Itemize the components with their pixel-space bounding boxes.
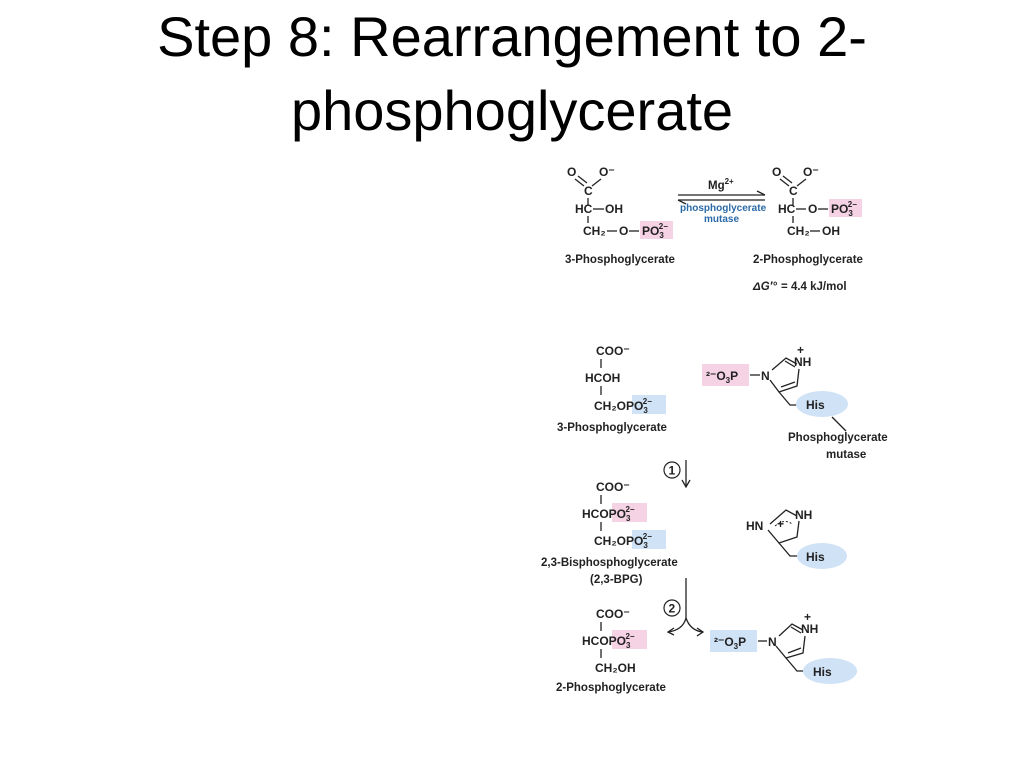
imidazole-hn: HN [746, 519, 763, 533]
imidazole-n: N [761, 369, 770, 383]
phosphate-highlight [829, 199, 862, 217]
atom-o-double: O [567, 165, 576, 179]
phosphate-group: PO32− [642, 222, 668, 240]
atom-oh: OH [822, 224, 840, 238]
plus-charge: + [797, 343, 804, 357]
atom-c: C [584, 184, 593, 198]
slide-title: Step 8: Rearrangement to 2- phosphoglyce… [0, 0, 1024, 150]
his-oval [803, 658, 857, 684]
slide-title-line-1: Step 8: Rearrangement to 2- [157, 5, 867, 68]
phosphate-highlight-blue [632, 530, 666, 549]
coo-group: COO⁻ [596, 607, 630, 621]
enzyme-phosphoryl: ²⁻O3P [706, 369, 738, 385]
coo-group: COO⁻ [596, 480, 630, 494]
enzyme-name-line2: mutase [704, 214, 739, 225]
slide-title-line-2: phosphoglycerate [290, 79, 734, 142]
mech-product-name: 2-Phosphoglycerate [556, 682, 666, 694]
phosphate-highlight-blue [632, 395, 666, 414]
imidazole-nh: NH [801, 622, 818, 636]
cofactor-mg: Mg2+ [708, 177, 734, 192]
atom-ch2: CH₂ [787, 224, 810, 238]
phosphate-group: PO32− [831, 200, 857, 218]
mech-substrate-name: 3-Phosphoglycerate [557, 422, 667, 434]
mech-product: COO⁻ HCOPO32− CH₂OH 2-Phosphoglycerate [556, 607, 666, 694]
free-his-enzyme: HN NH + His [746, 508, 847, 569]
enzyme-label-line1: Phosphoglycerate [788, 432, 888, 444]
atom-o-minus: O⁻ [599, 165, 615, 179]
atom-oh: OH [605, 202, 623, 216]
enzyme-phosphate-highlight [710, 630, 757, 652]
phosphate-highlight-pink [612, 630, 647, 649]
his-oval [796, 391, 848, 417]
top-reaction: O O⁻ C HC OH CH₂ O PO32− 3-Phosphoglycer… [565, 165, 863, 293]
ch2opo3-group: CH₂OPO32− [594, 397, 652, 415]
imidazole-n: N [768, 635, 777, 649]
mech-substrate: COO⁻ HCOH CH₂OPO32− 3-Phosphoglycerate [557, 344, 667, 434]
his-label: His [813, 665, 832, 679]
step2-arrow: 2 [663, 578, 705, 637]
product-2pg-structure: O O⁻ C HC O PO32− CH₂ OH [772, 165, 862, 238]
atom-o-link: O [619, 224, 628, 238]
imidazole-nh: NH [794, 355, 811, 369]
imidazole-nh: NH [795, 508, 812, 522]
his-label: His [806, 550, 825, 564]
mechanism: COO⁻ HCOH CH₂OPO32− 3-Phosphoglycerate ²… [541, 343, 888, 694]
phosphate-highlight-pink [612, 503, 647, 522]
product-name: 2-Phosphoglycerate [753, 254, 863, 266]
resonance-plus: + [777, 517, 784, 531]
atom-hc: HC [778, 202, 796, 216]
atom-ch2: CH₂ [583, 224, 606, 238]
step2-label: 2 [669, 602, 676, 616]
step1-arrow: 1 [663, 460, 691, 489]
equilibrium-arrows: Mg2+ phosphoglycerate mutase [677, 177, 767, 225]
mech-intermediate: COO⁻ HCOPO32− CH₂OPO32− 2,3-Bisphosphogl… [541, 480, 678, 586]
enzyme-name-line1: phosphoglycerate [680, 203, 767, 214]
substrate-3pg-structure: O O⁻ C HC OH CH₂ O PO32− [567, 165, 673, 240]
his-label: His [806, 398, 825, 412]
delta-g: ΔG′°= 4.4 kJ/mol [752, 281, 847, 293]
regenerated-phospho-his: ²⁻O3P N NH + His [710, 610, 857, 684]
atom-o-link: O [808, 202, 817, 216]
atom-o-double: O [772, 165, 781, 179]
plus-charge: + [804, 610, 811, 624]
intermediate-name-line2: (2,3-BPG) [590, 574, 643, 586]
hcopo3-group: HCOPO32− [582, 505, 635, 523]
ch2opo3-group: CH₂OPO32− [594, 532, 652, 550]
atom-o-minus: O⁻ [803, 165, 819, 179]
atom-c: C [789, 184, 798, 198]
enzyme-phosphoryl: ²⁻O3P [714, 635, 746, 651]
coo-group: COO⁻ [596, 344, 630, 358]
hcoh-group: HCOH [585, 371, 620, 385]
ch2oh-group: CH₂OH [595, 661, 636, 675]
atom-hc: HC [575, 202, 593, 216]
his-oval [797, 543, 847, 569]
hcopo3-group: HCOPO32− [582, 632, 635, 650]
enzyme-phosphate-highlight [702, 364, 749, 386]
step1-label: 1 [669, 464, 676, 478]
intermediate-name-line1: 2,3-Bisphosphoglycerate [541, 557, 678, 569]
phosphate-highlight [640, 221, 673, 239]
substrate-name: 3-Phosphoglycerate [565, 254, 675, 266]
enzyme-label-line2: mutase [826, 449, 866, 461]
phospho-his-enzyme: ²⁻O3P N NH + His Phosphoglycerate mutase [702, 343, 888, 461]
